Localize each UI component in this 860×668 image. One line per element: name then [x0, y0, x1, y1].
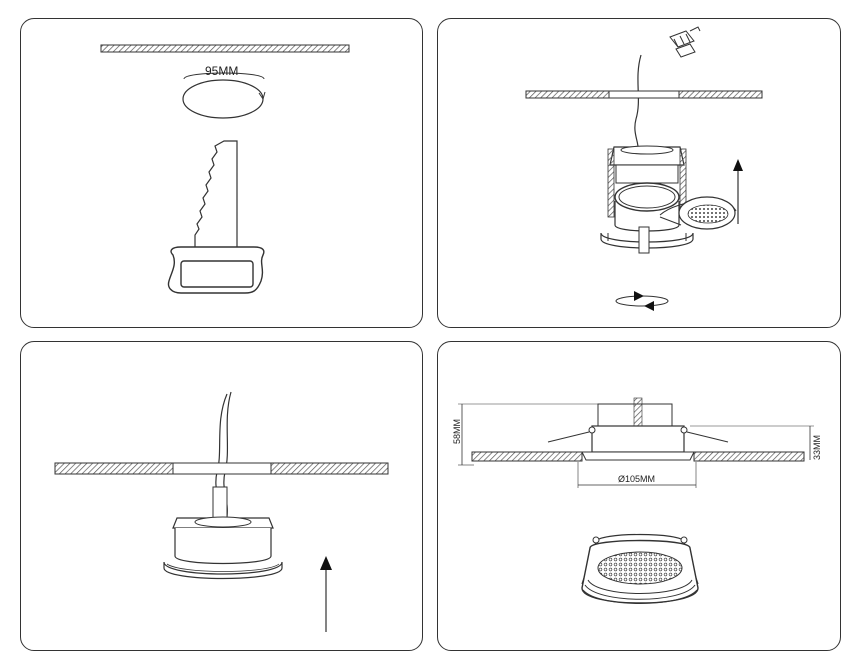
ceiling-board-left [471, 451, 583, 462]
cutout-hole [182, 79, 264, 119]
step-4-panel: 58MM 33MM Ø105MM [437, 341, 841, 651]
connector-icon [669, 26, 701, 58]
saw-icon [167, 140, 265, 294]
step-1-diagram: 95MM [100, 44, 350, 294]
diameter-label: Ø105MM [618, 474, 655, 484]
downlight-side-view [547, 397, 729, 461]
cutout-dimension-arc [183, 72, 265, 80]
step-3-diagram [54, 391, 389, 632]
downlight-body [600, 145, 694, 254]
power-cable [634, 54, 642, 154]
ceiling-board-right [270, 462, 389, 475]
step-2-panel [437, 18, 841, 328]
up-arrow-icon [320, 556, 332, 632]
step-1-panel: 95MM [20, 18, 423, 328]
downlight-perspective-view [581, 533, 699, 604]
step-2-diagram [525, 26, 763, 311]
dimensions-diagram: 58MM 33MM Ø105MM [452, 397, 822, 604]
depth-label: 33MM [812, 435, 822, 460]
step-3-panel [20, 341, 423, 651]
spring-clip-left [607, 148, 615, 218]
ceiling-board-right [693, 451, 805, 462]
ceiling-board-right [678, 90, 763, 99]
rotate-arrows-icon [615, 291, 669, 311]
detail-callout [659, 196, 737, 230]
up-arrow-icon [733, 159, 743, 224]
ceiling-board-left [525, 90, 610, 99]
downlight-body [163, 486, 283, 580]
height-label: 58MM [452, 419, 462, 444]
cutout-label: 95MM [205, 64, 238, 78]
ceiling-board [100, 44, 350, 53]
ceiling-board-left [54, 462, 174, 475]
